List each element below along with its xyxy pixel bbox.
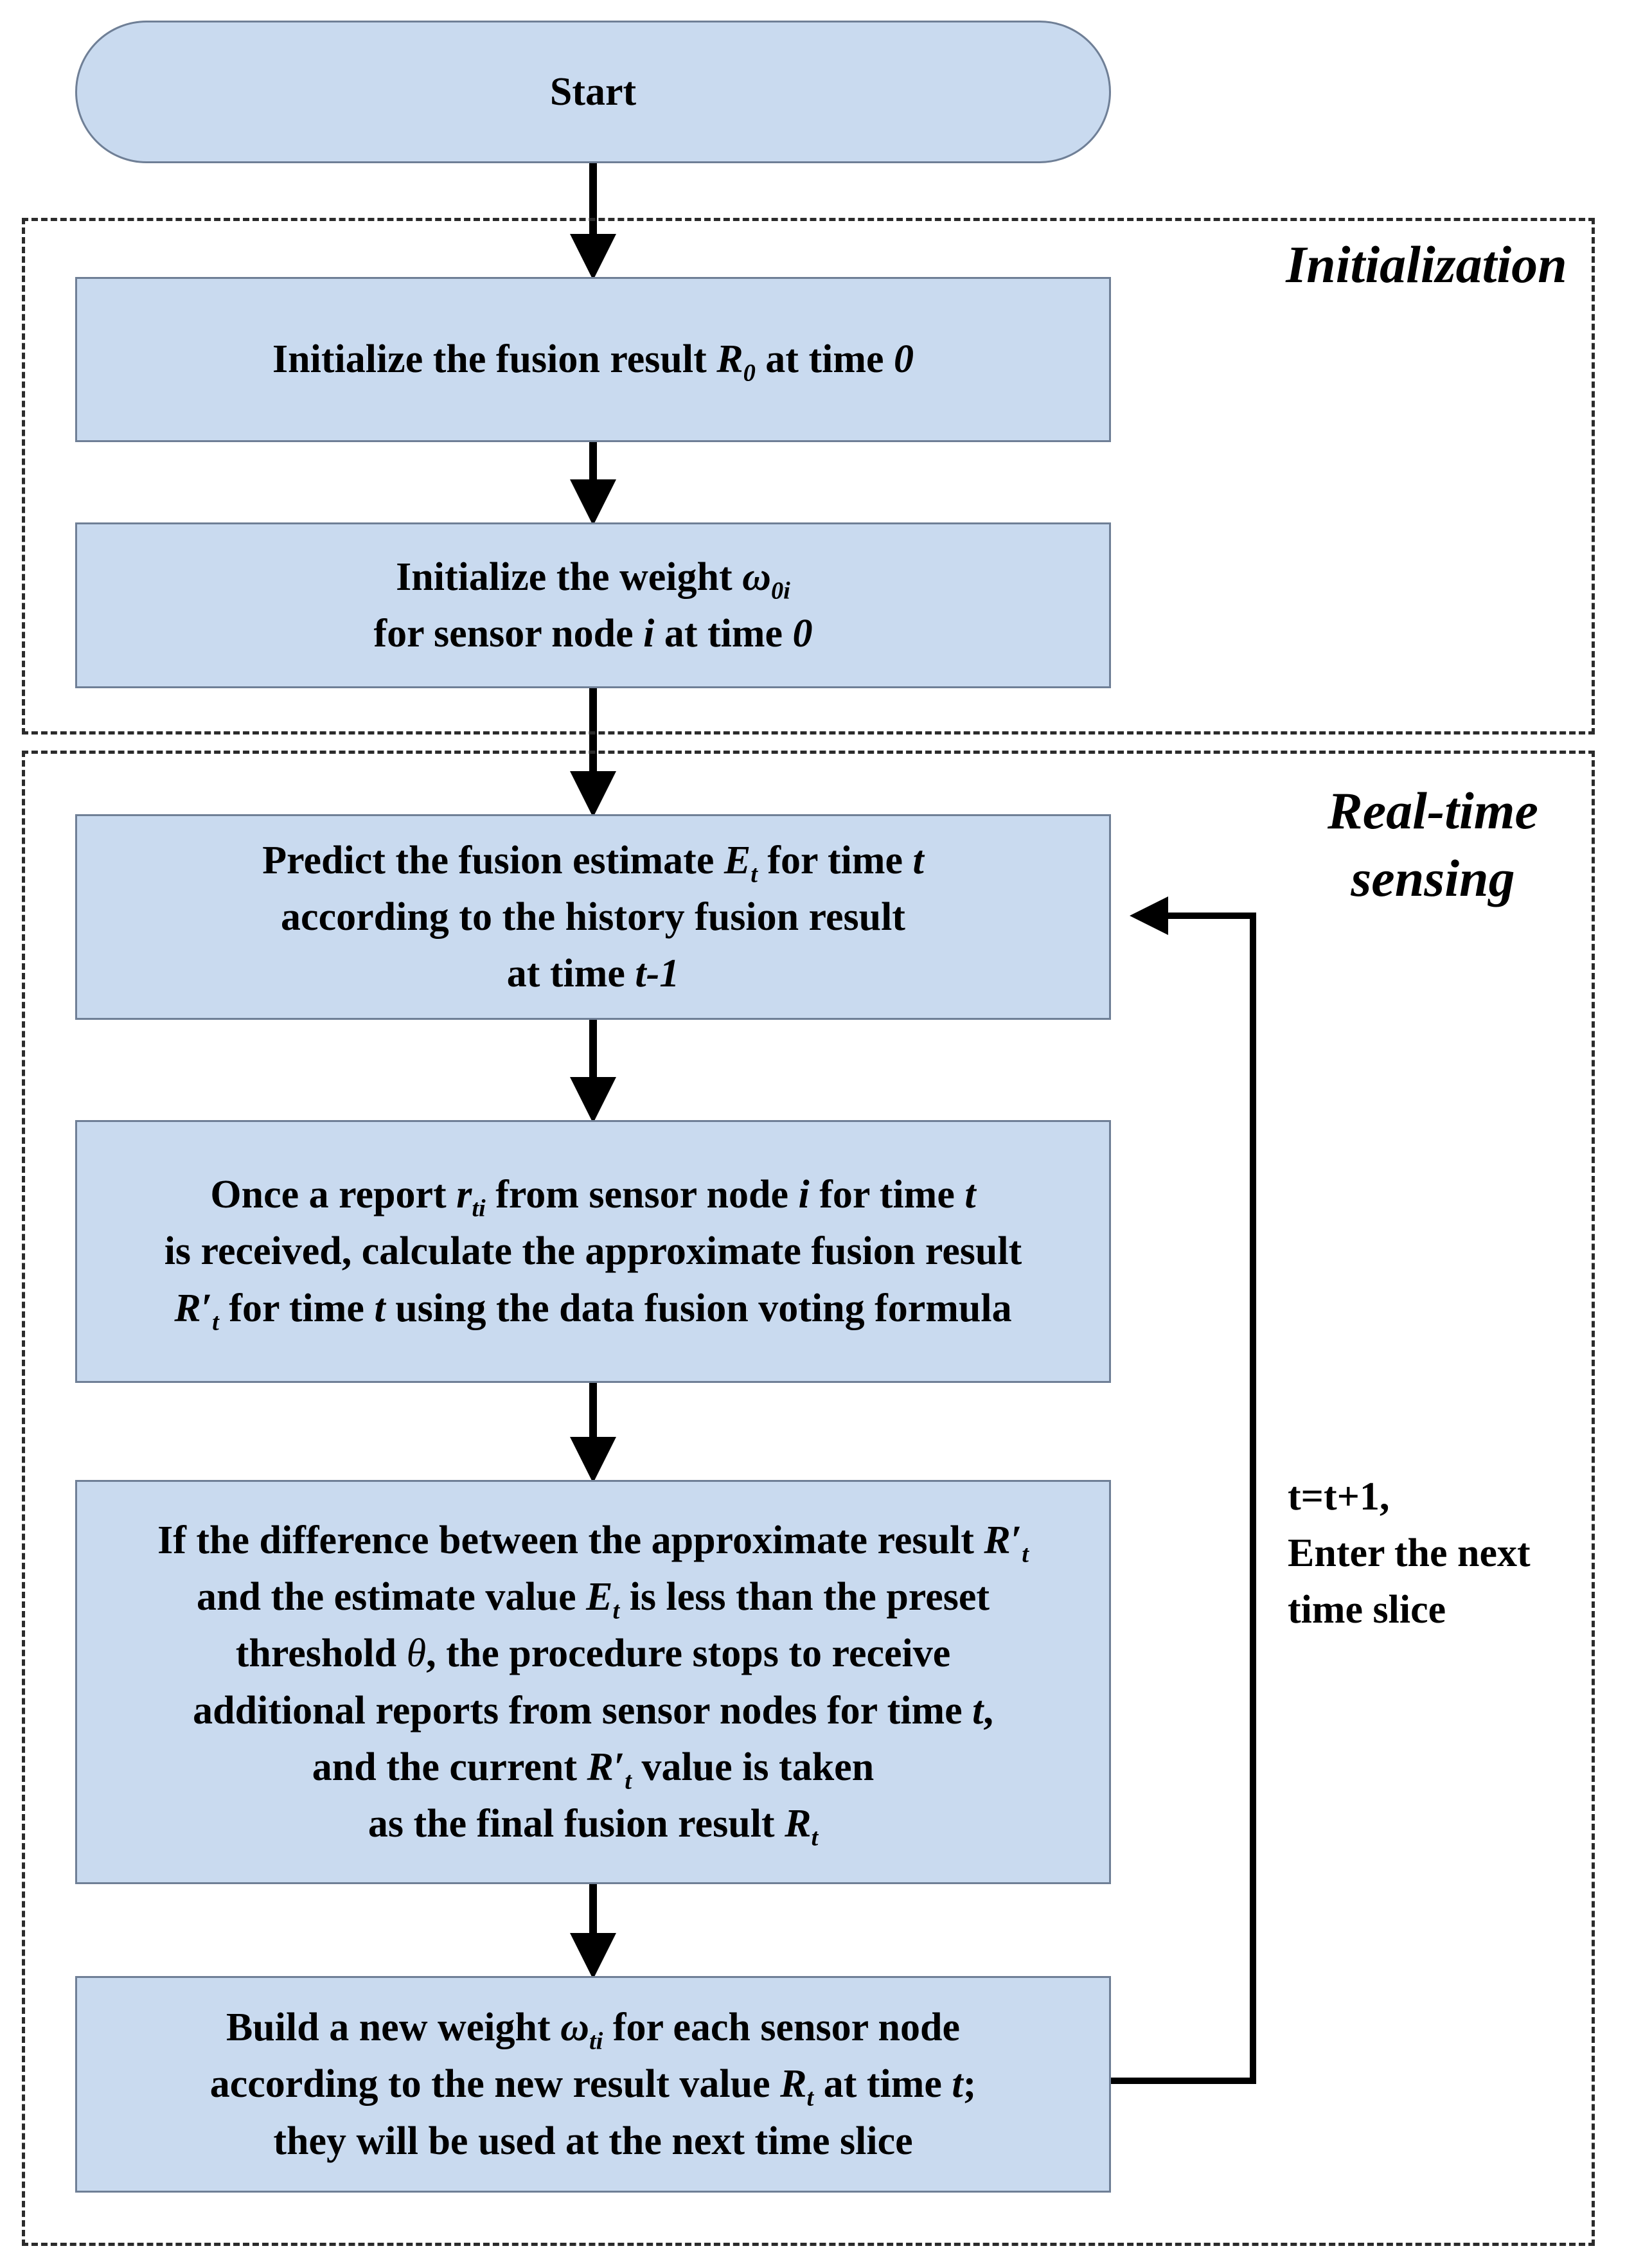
threshold-check-step: If the difference between the approximat… xyxy=(75,1480,1111,1884)
init-fusion-result-step: Initialize the fusion result R0 at time … xyxy=(75,277,1111,442)
real-time-sensing-title: Real-time sensing xyxy=(1328,781,1538,907)
loop-label: t=t+1, Enter the next time slice xyxy=(1288,1475,1531,1632)
build-new-weight-step: Build a new weight ωti for each sensor n… xyxy=(75,1976,1111,2193)
predict-estimate-step: Predict the fusion estimate Et for time … xyxy=(75,814,1111,1020)
initialization-title: Initialization xyxy=(1286,235,1567,294)
loop-back-arrow xyxy=(1111,896,1256,2084)
real-time-sensing-region xyxy=(22,751,1595,2246)
start-label: Start xyxy=(549,69,637,114)
init-weight-step: Initialize the weight ω0i for sensor nod… xyxy=(75,522,1111,688)
initialization-region xyxy=(22,218,1595,735)
receive-report-step: Once a report rti from sensor node i for… xyxy=(75,1120,1111,1383)
start-terminal: Start xyxy=(75,21,1111,163)
